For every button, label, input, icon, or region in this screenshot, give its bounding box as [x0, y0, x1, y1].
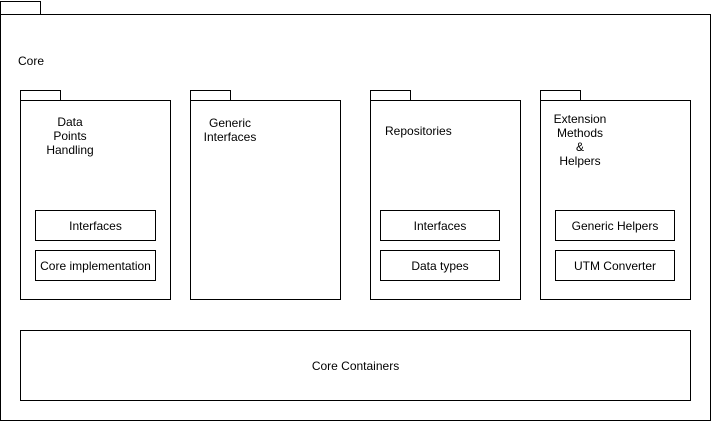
core-package-title: Core — [18, 54, 45, 68]
generic-helpers-label: Generic Helpers — [571, 218, 659, 233]
data-points-interfaces-box: Interfaces — [35, 210, 156, 241]
data-points-package-tab — [20, 90, 61, 101]
data-points-interfaces-label: Interfaces — [69, 218, 122, 233]
core-package-tab — [0, 1, 41, 15]
generic-helpers-box: Generic Helpers — [555, 210, 675, 241]
core-containers-box: Core Containers — [20, 330, 691, 401]
core-implementation-box: Core implementation — [35, 250, 156, 281]
generic-interfaces-package — [190, 100, 341, 300]
repositories-package-tab — [370, 90, 411, 101]
extension-methods-package-tab — [540, 90, 581, 101]
data-points-package-title: Data Points Handling — [46, 115, 94, 157]
data-types-box: Data types — [380, 250, 500, 281]
extension-methods-package-title: Extension Methods & Helpers — [553, 112, 607, 168]
repositories-interfaces-label: Interfaces — [413, 218, 467, 233]
utm-converter-box: UTM Converter — [555, 250, 675, 281]
core-containers-label: Core Containers — [311, 358, 400, 373]
generic-interfaces-package-title: Generic Interfaces — [203, 116, 257, 144]
repositories-package-title: Repositories — [385, 124, 452, 138]
core-implementation-label: Core implementation — [40, 258, 151, 273]
data-types-label: Data types — [411, 258, 469, 273]
utm-converter-label: UTM Converter — [573, 258, 656, 273]
generic-interfaces-package-tab — [190, 90, 231, 101]
repositories-interfaces-box: Interfaces — [380, 210, 500, 241]
